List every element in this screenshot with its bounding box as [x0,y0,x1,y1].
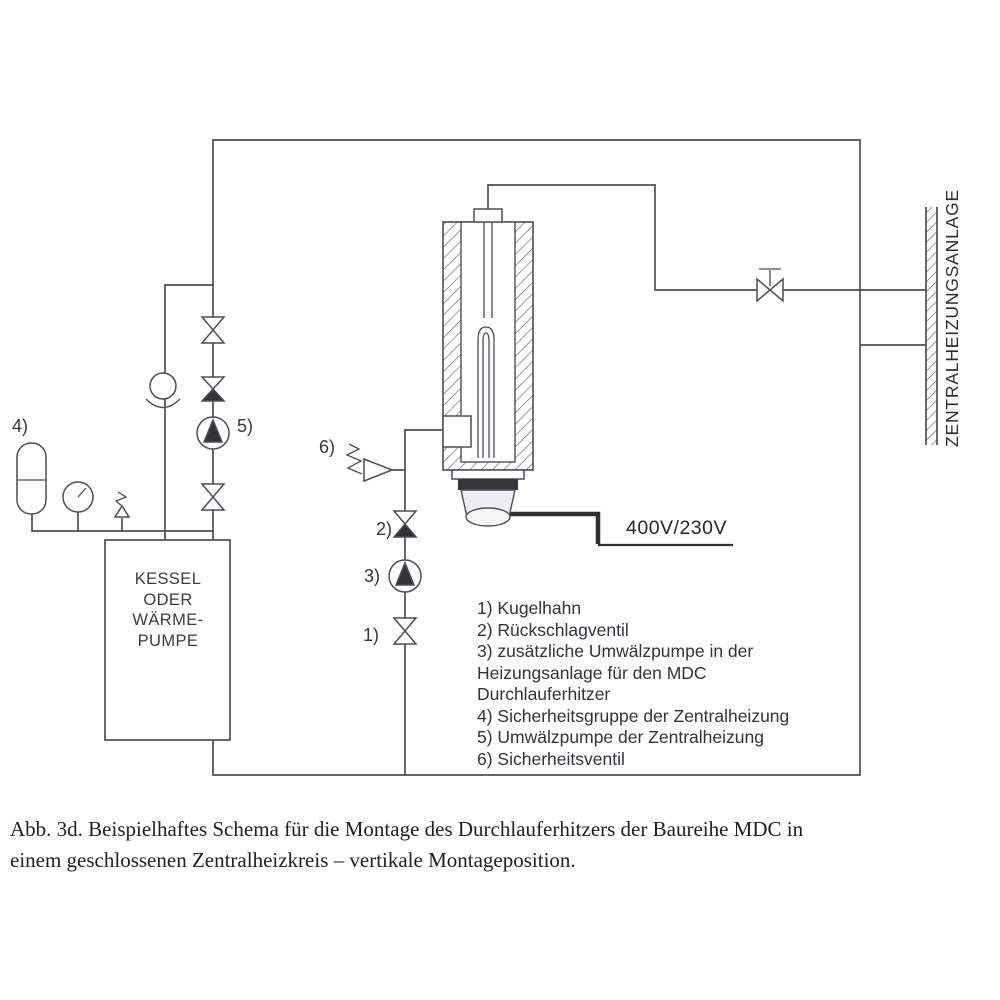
heater-head-dome [465,507,511,527]
boiler-label-line: KESSEL [134,570,202,588]
boiler-label: KESSEL ODER WÄRME- PUMPE [105,569,231,651]
boiler-branch-pipe [164,284,213,540]
mini-safety-valve-spring [114,491,128,507]
heater-unit [442,208,534,527]
check-valve-2-bottom-half [392,522,418,538]
legend-line: 2) Rückschlagventil [477,619,629,640]
safety-valve-6-body [363,457,395,483]
legend-line: 3) zusätzliche Umwälzpumpe in der [477,641,754,661]
legend-line: 1) Kugelhahn [477,598,582,618]
legend: 1) Kugelhahn 2) Rückschlagventil 3) zusä… [477,598,789,770]
boiler-label-line: WÄRME- [132,611,204,629]
heating-element-inner [482,332,490,458]
ball-valve-top-left [200,316,226,344]
heater-outlet-pipe [487,184,926,291]
label-2: 2) [376,519,392,539]
label-6: 6) [319,437,335,457]
heater-center-tube [483,222,493,318]
legend-line: 4) Sicherheitsgruppe der Zentralheizung [477,705,790,726]
boiler-box [104,539,231,741]
legend-line: 6) Sicherheitsventil [477,748,625,769]
legend-line: Heizungsanlage für den MDC [477,662,707,683]
label-3: 3) [364,566,380,586]
pump-5-rotor [202,418,224,443]
figure-caption: Abb. 3d. Beispielhaftes Schema für die M… [10,814,998,876]
label-1: 1) [363,625,379,645]
boiler-label-line: PUMPE [137,631,199,650]
air-separator-symbol [149,372,177,400]
air-separator-arc [145,398,181,409]
heater-side-port [442,415,472,448]
shutoff-valve-handle [759,268,781,286]
boiler-label-line: ODER [143,590,193,609]
expansion-vessel [16,442,47,515]
pressure-gauge-needle [77,487,87,498]
label-4: 4) [12,416,28,436]
shutoff-valve-body [756,277,784,303]
main-loop-pipe [212,139,861,776]
label-5: 5) [237,416,253,436]
voltage-label: 400V/230V [626,517,727,539]
shutoff-valve-top-right [756,268,784,303]
central-heating-label: ZENTRALHEIZUNGSANLAGE [942,189,962,447]
central-heating-wall: ZENTRALHEIZUNGSANLAGE [925,189,962,447]
ball-valve-1 [392,617,418,645]
legend-line: 5) Umwälzpumpe der Zentralheizung [477,727,764,747]
wall-hatch [926,207,937,445]
heating-element [477,326,495,458]
safety-group [16,442,131,518]
pipework [31,139,926,776]
heater-top-cap [473,208,503,223]
legend-line: Durchlauferhitzer [477,684,611,704]
caption-line-2: einem geschlossenen Zentralheizkreis – v… [10,848,576,872]
check-valve-left-bottom-half [200,387,226,402]
power-cable [510,511,601,544]
heater-line-components [345,443,422,645]
pump-3-rotor [394,561,416,586]
safety-group-pipe [31,513,213,532]
mini-safety-valve [113,504,131,518]
component-number-labels: 4) 5) 6) 2) 3) 1) 400V/230V [12,416,727,645]
check-valve-left-top-half [200,376,226,391]
heater-collar [458,479,518,490]
heater-inlet-pipe [404,429,443,775]
safety-valve-6-spring [345,443,363,475]
boiler-riser-components [145,316,230,511]
check-valve-2-top-half [392,510,418,526]
caption-line-1: Abb. 3d. Beispielhaftes Schema für die M… [10,817,804,841]
heater-flange [451,469,525,480]
ball-valve-bottom-left [200,483,226,511]
